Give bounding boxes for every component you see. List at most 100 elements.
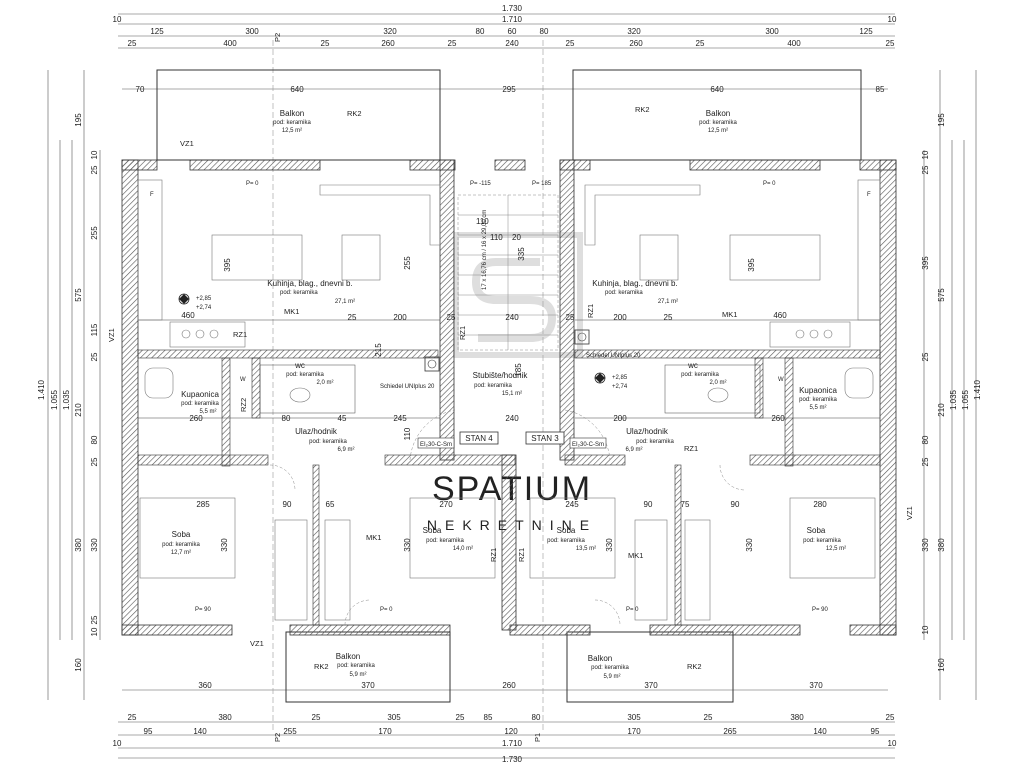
- dim-value: 260: [629, 39, 643, 48]
- dim-value: 115: [90, 323, 99, 336]
- bed-soba-1: [139, 497, 236, 579]
- kitchen-counter-right: [857, 179, 881, 321]
- room-area-kupaonica-right: 5,5 m²: [809, 405, 826, 411]
- kitchen-counter-left: [137, 179, 163, 321]
- dim-value: 160: [937, 658, 946, 672]
- dim-value: 460: [181, 311, 195, 320]
- dim-value: 380: [790, 713, 804, 722]
- dim-value: 245: [565, 500, 579, 509]
- dim-value: 80: [476, 27, 485, 36]
- dim-value: 395: [921, 256, 930, 270]
- room-area-balkon-bottom-left: 5,9 m²: [349, 672, 366, 678]
- floor-label: pod: keramika: [547, 538, 585, 544]
- dim-value: 370: [644, 681, 658, 690]
- floor-label: pod: keramika: [181, 401, 219, 407]
- dim-value: 10: [90, 150, 99, 159]
- dim-value: 330: [921, 538, 930, 552]
- dim-value: 25: [886, 713, 895, 722]
- dim-value: 200: [393, 313, 407, 322]
- room-label-soba-3: Soba: [557, 526, 576, 535]
- dim-value: 195: [74, 113, 83, 127]
- dim-top-row4: 25 400 25 260 25 240 25 260 25 400 25: [128, 39, 895, 48]
- dim-value: 270: [439, 500, 453, 509]
- floor-label: pod: keramika: [699, 120, 737, 126]
- level-285-right: +2,85: [612, 375, 628, 381]
- dim-bottom-total-outer: 1.730: [502, 755, 523, 764]
- room-label-wc-left: wc: [294, 361, 305, 370]
- room-area-soba-1: 12,7 m²: [171, 550, 191, 556]
- dim-value: 80: [540, 27, 549, 36]
- dim-value: 25: [348, 313, 357, 322]
- dim-value: 380: [218, 713, 232, 722]
- level-274-right: +2,74: [612, 384, 628, 390]
- dim-value: 260: [189, 414, 203, 423]
- coffee-table-left: [341, 234, 381, 281]
- room-label-kuhinja-right: Kuhinja, blag., dnevni b.: [592, 279, 677, 288]
- dimension-lines-left: [47, 70, 101, 700]
- floor-label: pod: keramika: [474, 383, 512, 389]
- furniture: [137, 179, 881, 621]
- floor-label: pod: keramika: [286, 372, 324, 378]
- fridge-mark-right: F: [867, 192, 871, 198]
- code-rk2-top-right: RK2: [635, 105, 650, 114]
- dim-value: 330: [220, 538, 229, 552]
- dim-value: 360: [198, 681, 212, 690]
- coffee-table-right: [639, 234, 679, 281]
- code-rz1-soba-2: RZ1: [489, 548, 498, 562]
- code-rk2-bottom-left: RK2: [314, 662, 329, 671]
- staircase: [457, 194, 559, 351]
- room-label-balkon-bottom-right: Balkon: [588, 654, 612, 663]
- level-p0-bottom-right: P= 0: [626, 607, 639, 613]
- dim-value: 380: [937, 538, 946, 552]
- section-axes: [272, 40, 544, 730]
- dim-value: 65: [326, 500, 335, 509]
- stan-3-label: STAN 3: [531, 434, 559, 443]
- door-ei-right-frame: [569, 437, 607, 449]
- room-label-balkon-bottom-left: Balkon: [336, 652, 360, 661]
- dim-value: 25: [90, 457, 99, 466]
- dim-value: 25: [321, 39, 330, 48]
- room-area-kupaonica-left: 5,5 m²: [199, 409, 216, 415]
- level-p90-left: P= 90: [195, 607, 212, 613]
- dimension-lines-top: [118, 13, 895, 90]
- dim-value: 140: [193, 727, 207, 736]
- dim-left-inner: 10 25 255 115 25 80 25 330 25 10: [90, 150, 99, 636]
- floor-label: pod: keramika: [803, 538, 841, 544]
- dim-value: 25: [664, 313, 673, 322]
- level-pm115: P= -115: [470, 181, 491, 187]
- floor-label: pod: keramika: [273, 120, 311, 126]
- dim-left-outer: 1.410: [37, 379, 46, 400]
- dim-value: 240: [505, 313, 519, 322]
- code-vz1-right: VZ1: [905, 506, 914, 520]
- chimney-label-left: Schiedel UNIplus 20: [380, 384, 435, 390]
- dim-value: 400: [223, 39, 237, 48]
- level-p0-bottom-left: P= 0: [380, 607, 393, 613]
- dim-value: 330: [605, 538, 614, 552]
- elevation-marker-right: +2,85 +2,74: [594, 372, 628, 390]
- dim-value: 575: [937, 288, 946, 302]
- level-285-left: +2,85: [196, 296, 212, 302]
- dim-value: 295: [502, 85, 516, 94]
- code-rk2-top-left: RK2: [347, 109, 362, 118]
- room-area-balkon-top-right: 12,5 m²: [708, 128, 728, 134]
- dim-value: 300: [245, 27, 259, 36]
- code-mk1-left: MK1: [284, 307, 299, 316]
- floor-label: pod: keramika: [337, 663, 375, 669]
- dim-value: 110: [490, 233, 503, 242]
- dim-value: 25: [90, 165, 99, 174]
- room-label-ulaz-left: Ulaz/hodnik: [295, 427, 338, 436]
- dim-value: 640: [290, 85, 304, 94]
- dim-value: 285: [196, 500, 210, 509]
- level-274-left: +2,74: [196, 305, 212, 311]
- code-rz1-stairs: RZ1: [458, 326, 467, 340]
- room-area-soba-3: 13,5 m²: [576, 546, 596, 552]
- dim-bottom-row3: 95 140 255 170 120 170 265 140 95: [144, 727, 880, 736]
- room-area-stubiste: 15,1 m²: [502, 391, 522, 397]
- dining-table-left: [211, 234, 303, 281]
- room-area-kuhinja-right: 27,1 m²: [658, 299, 678, 305]
- washer-mark-left: W: [240, 377, 246, 383]
- dim-value: 25: [566, 313, 575, 322]
- dim-value: 395: [223, 258, 232, 272]
- floor-label: pod: keramika: [591, 665, 629, 671]
